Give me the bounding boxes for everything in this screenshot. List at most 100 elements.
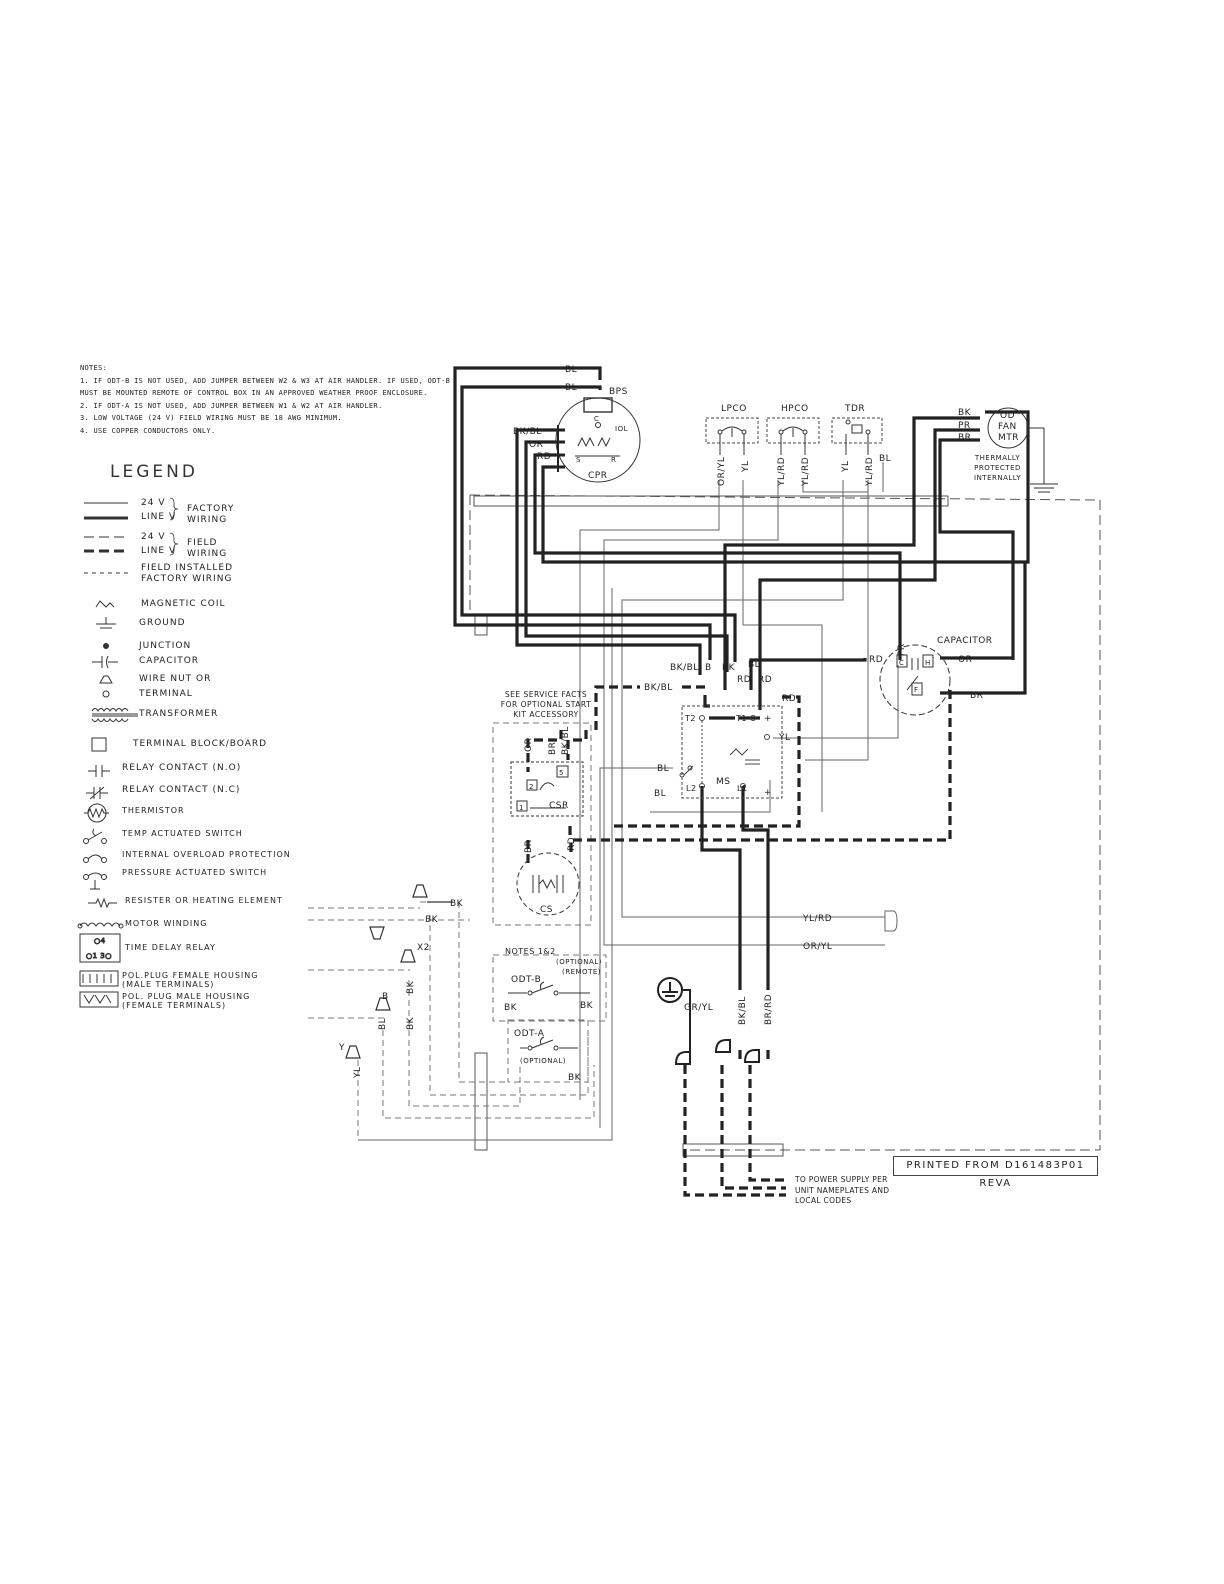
field-line-voltage	[526, 685, 952, 1197]
wire-rd-ms: RD	[737, 675, 751, 685]
wire-bkbl-power: BK/BL	[738, 996, 748, 1025]
optional-label-b: (OPTIONAL)	[556, 958, 602, 966]
legend-female-terminals: (FEMALE TERMINALS)	[122, 1001, 227, 1010]
service-line-2: FOR OPTIONAL START	[500, 700, 592, 709]
legend-thermistor: THERMISTOR	[122, 806, 185, 815]
l1-terminal: L1	[737, 784, 748, 793]
wire-bkbl-csr: BK/BL	[561, 726, 571, 755]
note-line-2: MUST BE MOUNTED REMOTE OF CONTROL BOX IN…	[80, 389, 428, 397]
legend-ground: GROUND	[139, 618, 186, 628]
legend-terminal-block: TERMINAL BLOCK/BOARD	[133, 739, 268, 749]
field-low-voltage	[308, 722, 607, 1140]
wire-bk-odtb-r: BK	[580, 1001, 594, 1011]
wire-or-csr: OR	[524, 738, 534, 752]
legend-field-installed: FIELD INSTALLED	[141, 563, 234, 573]
thermal-line-2: PROTECTED	[974, 464, 1021, 472]
thermally-protected-note: THERMALLY PROTECTED INTERNALLY	[974, 453, 1021, 483]
legend-relay-nc: RELAY CONTACT (N.C)	[122, 785, 241, 795]
legend-capacitor: CAPACITOR	[139, 656, 200, 666]
wire-rd-ms-2: RD	[758, 675, 772, 685]
ground-lug	[657, 977, 691, 1040]
l2-terminal: L2	[686, 784, 697, 793]
legend-line-field: LINE V	[141, 546, 177, 556]
wire-rd-cs: RD	[567, 837, 577, 851]
service-line-1: SEE SERVICE FACTS	[504, 690, 588, 699]
wire-bk-odtb-l: BK	[504, 1003, 518, 1013]
wire-yl-ms: YL	[778, 733, 791, 743]
legend-relay-no: RELAY CONTACT (N.O)	[122, 763, 242, 773]
wire-bk-x1: BK	[450, 899, 464, 909]
service-facts-note: SEE SERVICE FACTS FOR OPTIONAL START KIT…	[500, 690, 592, 720]
legend-overload: INTERNAL OVERLOAD PROTECTION	[122, 850, 291, 859]
bps-label: BPS	[609, 387, 628, 397]
note-line-4: 3. LOW VOLTAGE (24 V) FIELD WIRING MUST …	[80, 414, 342, 422]
wire-br-cs: BR	[524, 840, 534, 853]
service-line-3: KIT ACCESSORY	[513, 710, 579, 719]
wire-bl-ms: BL	[748, 660, 760, 670]
notes-heading: NOTES:	[80, 364, 108, 372]
wire-brrd-power: BR/RD	[764, 994, 774, 1025]
legend-junction: JUNCTION	[139, 641, 192, 651]
wire-gryl: GR/YL	[684, 1003, 713, 1013]
wire-bk-x2b: BK	[406, 1016, 416, 1030]
legend-24v-factory: 24 V	[141, 498, 166, 508]
notes-1-2-label: NOTES 1&2	[505, 947, 556, 956]
wire-pr-cap: PR	[897, 643, 907, 656]
start-kit	[510, 761, 584, 916]
hpco-label: HPCO	[781, 404, 809, 414]
wire-bkbl-ms: BK/BL	[670, 663, 699, 673]
od-fan-label-3: MTR	[998, 433, 1019, 443]
legend-factory-wiring: FACTORY WIRING	[187, 504, 235, 525]
wire-yl-y: YL	[353, 1066, 363, 1079]
wire-ylrd-hpco: YL/RD	[777, 457, 787, 487]
iol-label: IOL	[615, 425, 628, 433]
legend-temp-switch: TEMP ACTUATED SWITCH	[122, 829, 243, 838]
wire-bkbl-cpr: BK/BL	[513, 427, 542, 437]
note-line-5: 4. USE COPPER CONDUCTORS ONLY.	[80, 426, 216, 435]
compressor	[555, 397, 641, 483]
wire-bkbl-field: BK/BL	[644, 683, 673, 693]
note-line-1: 1. IF ODT-B IS NOT USED, ADD JUMPER BETW…	[80, 376, 451, 385]
printed-from-box: PRINTED FROM D161483P01 REVA	[893, 1156, 1098, 1189]
cap-f-terminal: F	[914, 686, 919, 694]
power-line-3: LOCAL CODES	[795, 1196, 852, 1205]
plus-terminal-top: +	[764, 714, 772, 724]
grommets	[473, 495, 949, 1157]
ms-label: MS	[716, 777, 730, 787]
wire-or-cap: OR	[958, 655, 972, 665]
legend-pressure-switch: PRESSURE ACTUATED SWITCH	[122, 868, 268, 877]
legend-male-terminals: (MALE TERMINALS)	[122, 980, 215, 989]
line-voltage-wires	[453, 366, 1030, 990]
legend-line-factory: LINE V	[141, 512, 177, 522]
wire-bl-top: BL	[565, 365, 577, 375]
od-fan-label-1: OD	[1000, 411, 1015, 421]
wire-br-fan: BR	[958, 433, 971, 443]
lpco-label: LPCO	[721, 404, 747, 414]
power-plugs	[674, 1039, 760, 1065]
pressure-switches	[705, 417, 883, 444]
odt-a-label: ODT-A	[514, 1029, 545, 1039]
wire-bk-x1b: BK	[425, 915, 439, 925]
wire-br-csr: BR	[548, 742, 558, 755]
legend-24v-field: 24 V	[141, 532, 166, 542]
power-supply-note: TO POWER SUPPLY PER UNIT NAMEPLATES AND …	[795, 1175, 889, 1207]
svg-text:○1 3○: ○1 3○	[86, 952, 112, 960]
wire-rd-cpr: RD	[537, 452, 551, 462]
wire-rd-cap: RD	[869, 655, 883, 665]
wire-bl-tdr: BL	[879, 454, 891, 464]
od-fan-label-2: FAN	[998, 422, 1017, 432]
t1-terminal: T1	[735, 714, 747, 723]
capacitor-label: CAPACITOR	[937, 636, 993, 646]
legend-motor-winding: MOTOR WINDING	[125, 919, 208, 928]
cap-c-terminal: C	[899, 659, 904, 667]
wire-bl-2: BL	[565, 383, 577, 393]
wire-rd-field: RD	[782, 694, 796, 704]
note-line-3: 2. IF ODT-A IS NOT USED, ADD JUMPER BETW…	[80, 401, 383, 410]
wire-or-cpr: OR	[529, 440, 543, 450]
outdoor-thermostats	[508, 981, 590, 1051]
legend-wire-nut: WIRE NUT OR	[139, 674, 212, 684]
legend-terminal: TERMINAL	[139, 689, 193, 699]
wire-br-cap: BR	[970, 691, 983, 701]
wire-ylrd-tdr-out: YL/RD	[802, 914, 832, 924]
